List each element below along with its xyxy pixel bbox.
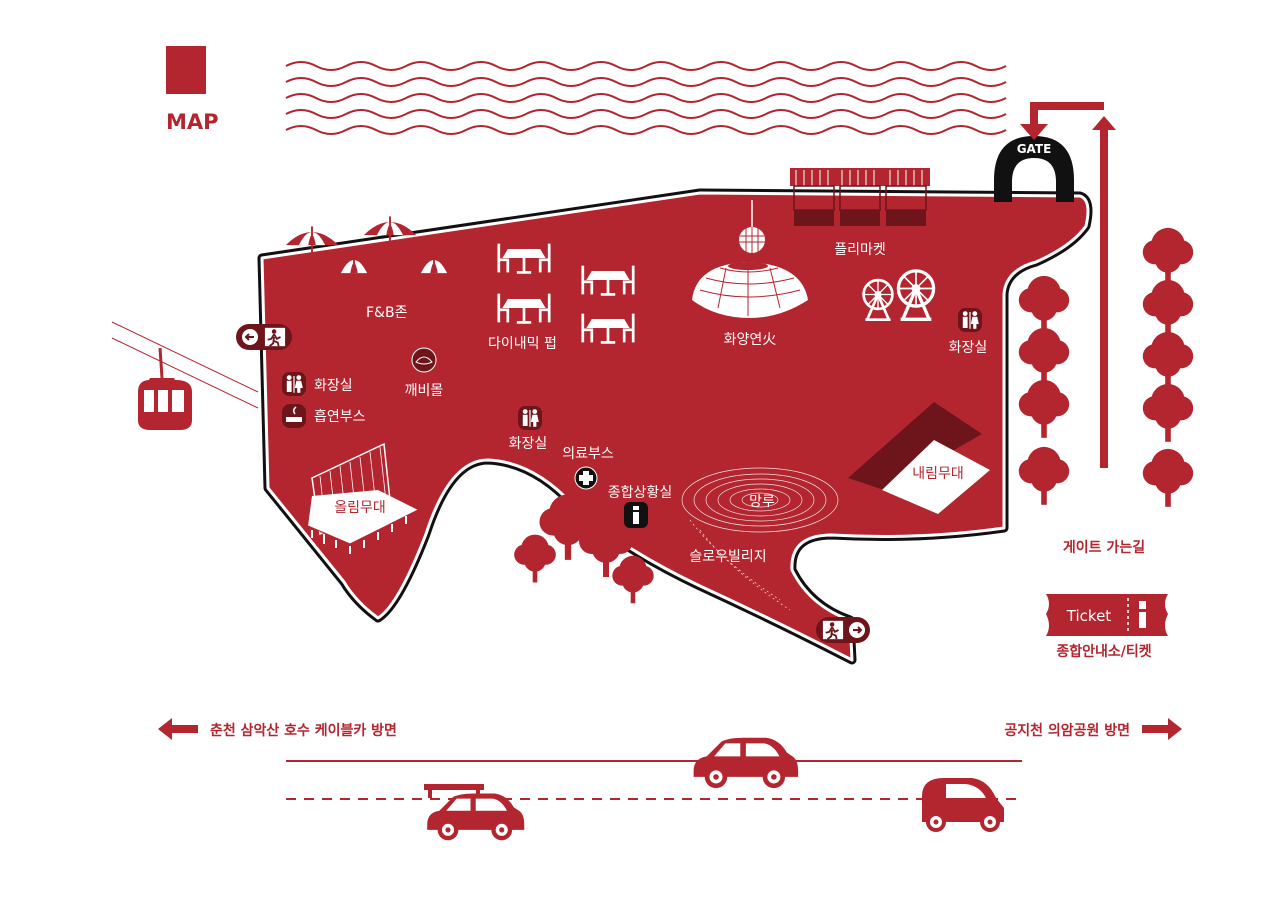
ticket-booth[interactable]: Ticket	[1046, 594, 1168, 636]
title-mark	[166, 46, 206, 94]
watchtower-area	[681, 467, 839, 611]
stage-up	[307, 442, 419, 554]
smoking-icon	[282, 404, 306, 428]
cable-car-icon	[111, 321, 259, 430]
ticket-label: Ticket	[1066, 607, 1111, 625]
info-icon	[1139, 601, 1146, 609]
direction-left-label: 춘천 삼악산 호수 케이블카 방면	[210, 722, 397, 739]
car-icon	[424, 784, 525, 841]
map-title: MAP	[166, 110, 219, 134]
fire-show-dome	[692, 200, 808, 318]
exit-sign-east[interactable]	[816, 617, 870, 643]
restroom-west-label: 화장실	[314, 378, 353, 394]
situation-room-label: 종합상황실	[608, 485, 672, 501]
car-icon	[693, 737, 799, 789]
direction-right-label: 공지천 의암공원 방면	[1004, 722, 1130, 739]
car-icon	[922, 778, 1004, 832]
kkaebi-mall-label: 깨비몰	[405, 383, 444, 399]
gate-arch: GATE	[994, 136, 1074, 202]
gate-road-arrows	[1020, 102, 1116, 468]
flea-market-stalls	[790, 168, 930, 226]
watchtower-label: 망루	[749, 494, 775, 510]
smoking-booth-label: 흡연부스	[314, 409, 366, 425]
river-waves	[285, 61, 1007, 135]
kkaebi-mall-icon	[411, 347, 437, 373]
dining-pub-label: 다이내믹 펍	[488, 336, 557, 352]
restroom-center-label: 화장실	[509, 436, 548, 452]
fb-zone-label: F&B존	[366, 305, 408, 321]
info-icon	[624, 502, 648, 528]
fire-show-label: 화양연火	[724, 332, 777, 348]
restroom-icon	[282, 372, 306, 396]
medical-label: 의료부스	[562, 446, 614, 462]
gate-label: GATE	[1017, 142, 1052, 156]
direction-right[interactable]: 공지천 의암공원 방면	[1004, 718, 1182, 740]
direction-left[interactable]: 춘천 삼악산 호수 케이블카 방면	[158, 718, 397, 740]
slow-village-label: 슬로우빌리지	[689, 549, 766, 565]
exit-sign-west[interactable]	[236, 324, 292, 350]
stage-down	[848, 402, 990, 514]
gate-road-label: 게이트 가는길	[1063, 539, 1145, 556]
stage-down-label: 내림무대	[912, 466, 964, 482]
stage-up-label: 올림무대	[334, 500, 386, 516]
restroom-icon	[958, 308, 982, 332]
restroom-east-label: 화장실	[949, 340, 988, 356]
restroom-icon	[518, 406, 542, 430]
info-ticket-label: 종합안내소/티켓	[1056, 643, 1151, 660]
medical-cross-icon	[574, 466, 598, 490]
flea-market-label: 플리마켓	[834, 242, 886, 258]
